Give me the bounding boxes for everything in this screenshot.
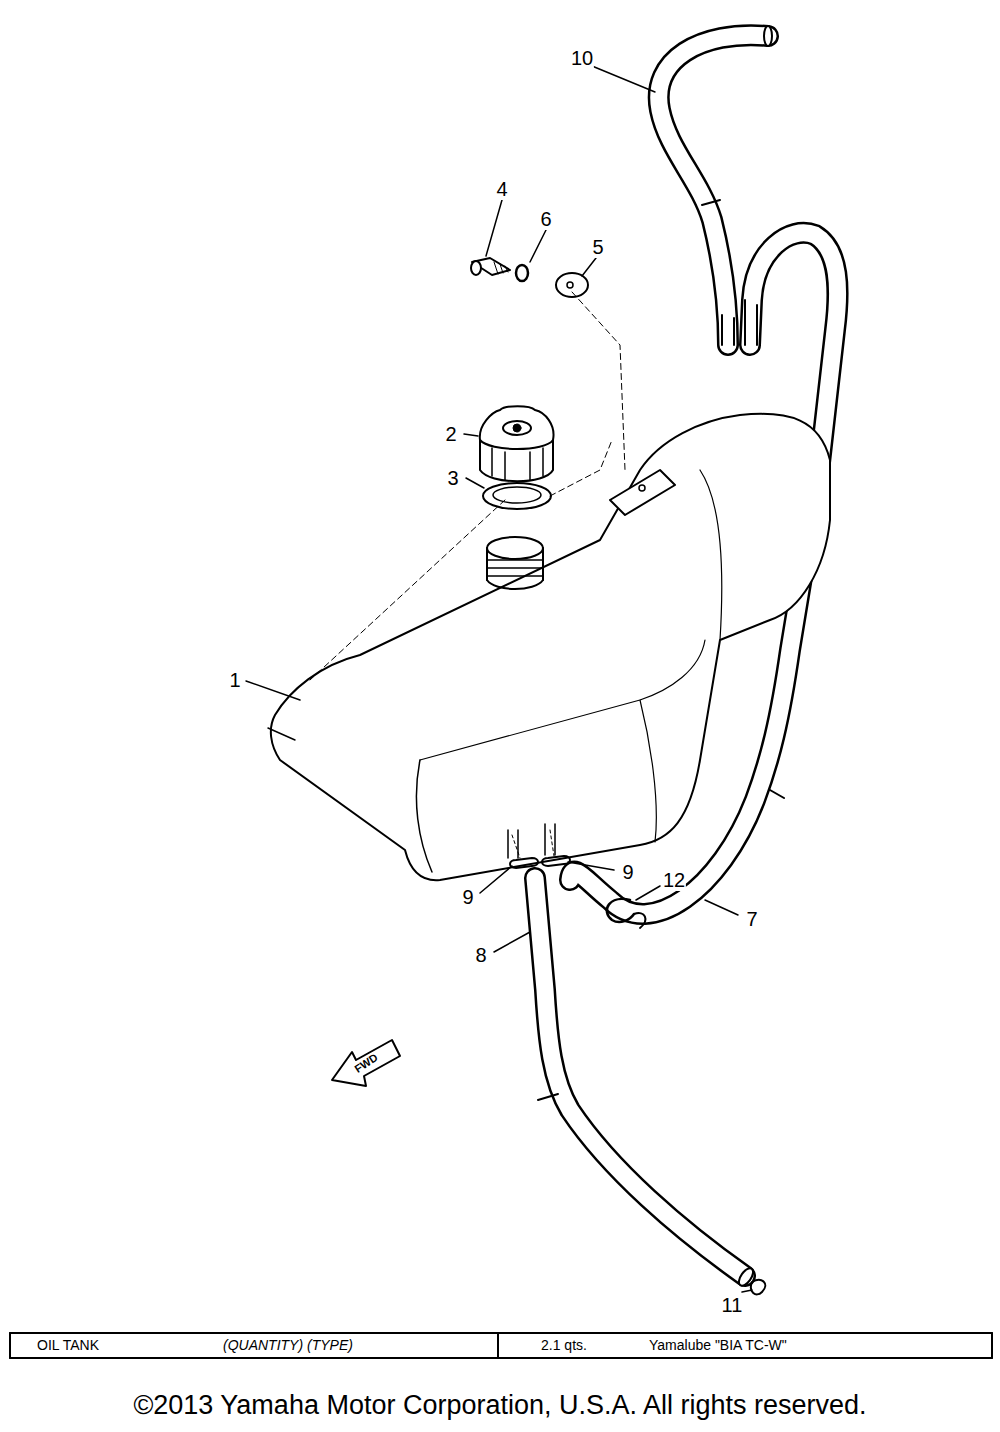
callout-number: 2 (444, 423, 457, 445)
callout-number: 10 (570, 47, 594, 69)
table-cell: 2.1 qts. (540, 1338, 588, 1353)
table-cell: OIL TANK (36, 1338, 100, 1353)
callout-number: 9 (461, 886, 474, 908)
callout-number: 4 (495, 178, 508, 200)
callout-number: 3 (446, 467, 459, 489)
callout-number: 1 (228, 669, 241, 691)
table-cell: (QUANTITY) (TYPE) (222, 1338, 354, 1353)
callout-number: 9 (621, 861, 634, 883)
callout-number: 7 (745, 908, 758, 930)
callout-number: 11 (721, 1294, 744, 1316)
table-cell: Yamalube "BIA TC-W" (648, 1338, 788, 1353)
callout-number: 12 (662, 869, 686, 891)
callout-number: 5 (591, 236, 604, 258)
copyright-caption: ©2013 Yamaha Motor Corporation, U.S.A. A… (133, 1390, 866, 1421)
callout-number: 6 (539, 208, 552, 230)
callout-number: 8 (474, 944, 487, 966)
